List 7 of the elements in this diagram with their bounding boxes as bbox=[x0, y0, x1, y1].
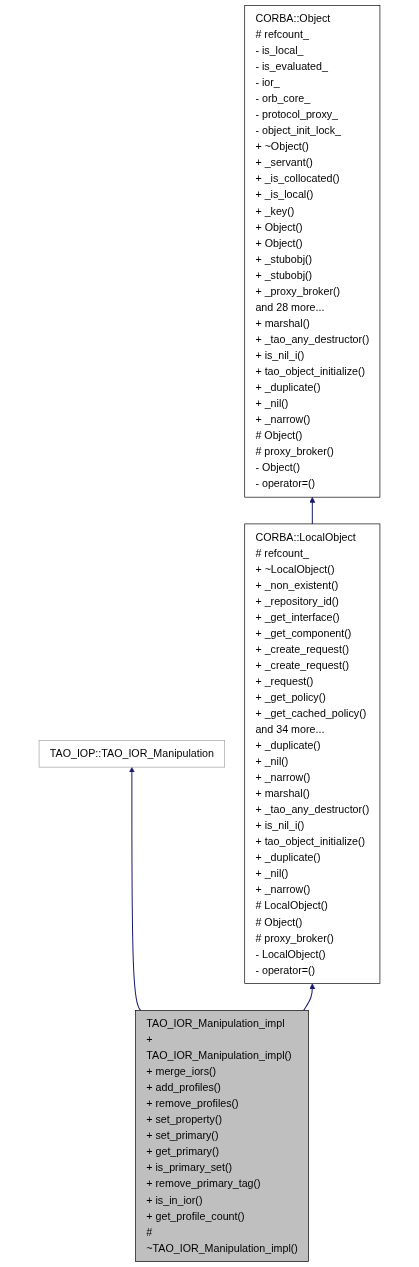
node-box: TAO_IOR_Manipulation_impl + TAO_IOR_Manipulation_impl() + merge_iors() + add_profiles() + remove_profiles() + set_property() + set_primary() + get_primary() + is_primary_set() + remove_primary_tag() + is_in_ior() + get_profile_count() # ~TAO_IOR_Manipulation_impl() bbox=[135, 1010, 309, 1262]
arrow bbox=[309, 496, 316, 525]
node-box: TAO_IOP::TAO_IOR_Manipulation bbox=[38, 740, 225, 768]
node-box: CORBA::Object # refcount_ - is_local_ - is_evaluated_ - ior_ - orb_core_ - protocol_proxy_ - object_init_lock_ + ~Object() + _servant() + _is_collocated() + _is_local() + _key() + Object() + Object() + _stubobj() + _stubobj() + _proxy_broker() and 28 more... + marshal() + _tao_any_destructor() + is_nil_i() + tao_object_initialize() + _duplicate() + _nil() + _narrow() # Object() # proxy_broker() - Object() - operator=() bbox=[244, 5, 381, 498]
arrow bbox=[128, 766, 142, 1011]
node-box: CORBA::LocalObject # refcount_ + ~LocalObject() + _non_existent() + _repository_id() + _get_interface() + _get_component() + _create_request() + _create_request() + _request() + _get_policy() + _get_cached_policy() and 34 more... + _duplicate() + _nil() + _narrow() + marshal() + _tao_any_destructor() + is_nil_i() + tao_object_initialize() + _duplicate() + _nil() + _narrow() # LocalObject() # Object() # proxy_broker() - LocalObject() - operator=() bbox=[244, 523, 381, 984]
arrow bbox=[303, 983, 316, 1011]
